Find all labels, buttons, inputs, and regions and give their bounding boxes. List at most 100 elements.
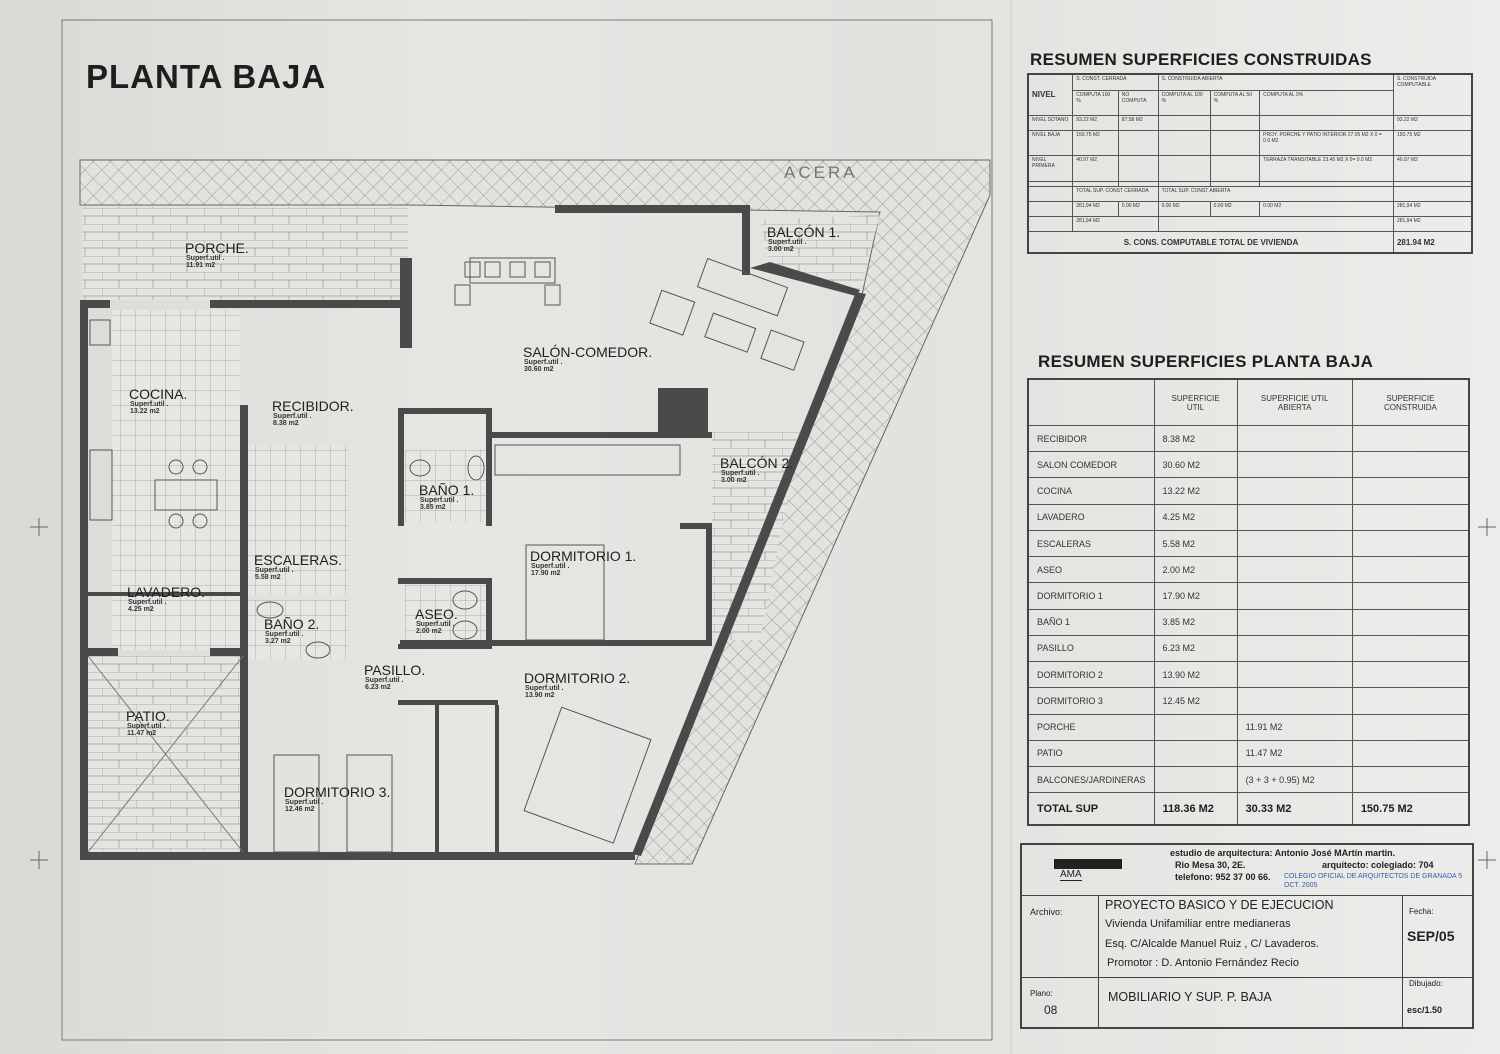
table-cell: LAVADERO [1027,503,1155,531]
project-line-4: Promotor : D. Antonio Fernández Recio [1107,957,1299,969]
room-label: SALÓN-COMEDOR.Superf.util .30.60 m2 [523,345,652,373]
drawing-title: PLANTA BAJA [86,58,327,95]
registration-marks [30,518,1496,869]
room-name: COCINA. [129,386,188,402]
table-cell: DORMITORIO 1 [1027,582,1155,610]
table-cell [1117,155,1159,182]
total-cell: 281,94 M2 [1072,200,1119,218]
room-area: 3.85 m2 [420,504,446,511]
table-cell: 30.60 M2 [1153,451,1238,479]
fecha-value: SEP/05 [1407,928,1455,944]
table-cell [1351,451,1470,479]
column-header [1027,378,1155,426]
total-cell: 0.00 M2 [1157,200,1211,218]
table-cell [1236,582,1353,610]
room-label: DORMITORIO 2.Superf.util .13.90 m2 [524,671,630,699]
room-area: 30.60 m2 [524,366,554,373]
footer-value: 281.94 M2 [1392,231,1473,254]
table-cell [1027,200,1074,218]
total-abierta-label: TOTAL SUP. CONST ABIERTA [1157,185,1394,202]
studio-line: estudio de arquitectura: Antonio José MA… [1170,848,1396,858]
studio-address: Rio Mesa 30, 2E. [1175,860,1246,870]
architect-role: arquitecto: colegiado: 704 [1322,860,1434,870]
room-label: BAÑO 1.Superf.util .3.85 m2 [419,483,474,511]
table-cell [1209,114,1261,132]
aseo-floor [405,585,490,645]
table-cell: BAÑO 1 [1027,608,1155,636]
bath1-floor [405,450,490,522]
table-cell: SALON COMEDOR [1027,451,1155,479]
table-cell: BALCONES/JARDINERAS [1027,766,1155,794]
table-cell: 12.45 M2 [1153,687,1238,715]
room-name: DORMITORIO 2. [524,670,631,686]
plano-label: Plano: [1030,989,1053,998]
room-label: BAÑO 2.Superf.util .3.27 m2 [264,617,319,645]
fecha-cell: Fecha: SEP/05 [1402,895,1473,977]
table-cell [1351,766,1470,794]
room-area: 3.00 m2 [721,477,747,484]
abierta-header: S. CONSTRUIDA ABIERTA [1157,73,1394,91]
table-cell [1351,503,1470,531]
total-cell: 150.75 M2 [1351,792,1470,826]
room-area-caption: Superf.util . [285,799,324,806]
room-label: RECIBIDOR.Superf.util .8.38 m2 [272,399,354,427]
subheader-cell: NO COMPUTA [1117,89,1159,116]
room-area-caption: Superf.util . [273,413,312,420]
room-area-caption: Superf.util . [127,723,166,730]
table-cell: 93.22 M2 [1072,114,1119,132]
porch-floor [82,207,408,300]
table-cell [1236,608,1353,636]
archivo-cell: Archivo: [1022,895,1099,977]
table-cell: DORMITORIO 3 [1027,687,1155,715]
table-cell [1209,155,1261,182]
table-cell: COCINA [1027,477,1155,505]
room-label: DORMITORIO 3.Superf.util .12.46 m2 [284,785,390,813]
room-label: PORCHE.Superf.util .11.91 m2 [185,241,249,269]
table-cell [1157,114,1211,132]
plano-cell: Plano: 08 [1022,977,1099,1027]
table-cell: 93.22 M2 [1392,114,1473,132]
table-cell [1259,114,1394,132]
total-cell: 0.00 M2 [1117,200,1159,218]
room-name: DORMITORIO 1. [530,548,637,564]
plano-row: Plano: 08 MOBILIARIO Y SUP. P. BAJA Dibu… [1022,977,1472,1027]
project-line-3: Esq. C/Alcalde Manuel Ruiz , C/ Lavadero… [1105,938,1319,950]
column-header: SUPERFICIE UTIL ABIERTA [1236,378,1353,426]
table-cell: RECIBIDOR [1027,424,1155,453]
room-area: 11.47 m2 [127,730,157,737]
construidas-title: RESUMEN SUPERFICIES CONSTRUIDAS [1030,50,1372,69]
sum-cerrada: 281,94 M2 [1072,216,1159,233]
drawing-frame [61,19,993,1041]
table-cell [1157,216,1394,233]
room-name: LAVADERO. [127,584,206,600]
table-cell: 13.90 M2 [1153,661,1238,689]
table-cell [1027,185,1074,202]
table-cell: PORCHE [1027,713,1155,741]
table-cell: (3 + 3 + 0.95) M2 [1236,766,1353,794]
diagonal-wall [632,292,866,856]
table-cell [1157,155,1211,182]
balcony2-floor [712,432,800,640]
paper-fold [1010,0,1012,1054]
room-area-caption: Superf.util . [186,255,225,262]
table-cell [1236,634,1353,663]
column-header: SUPERFICIE CONSTRUIDA [1351,378,1470,426]
walls [80,205,750,860]
footer-label: S. CONS. COMPUTABLE TOTAL DE VIVIENDA [1027,231,1394,254]
room-name: BAÑO 1. [419,482,475,498]
table-cell [1236,661,1353,689]
room-name: RECIBIDOR. [272,398,354,414]
room-area-caption: Superf.util . [525,685,564,692]
table-cell: 40.97 M2 [1072,155,1119,182]
